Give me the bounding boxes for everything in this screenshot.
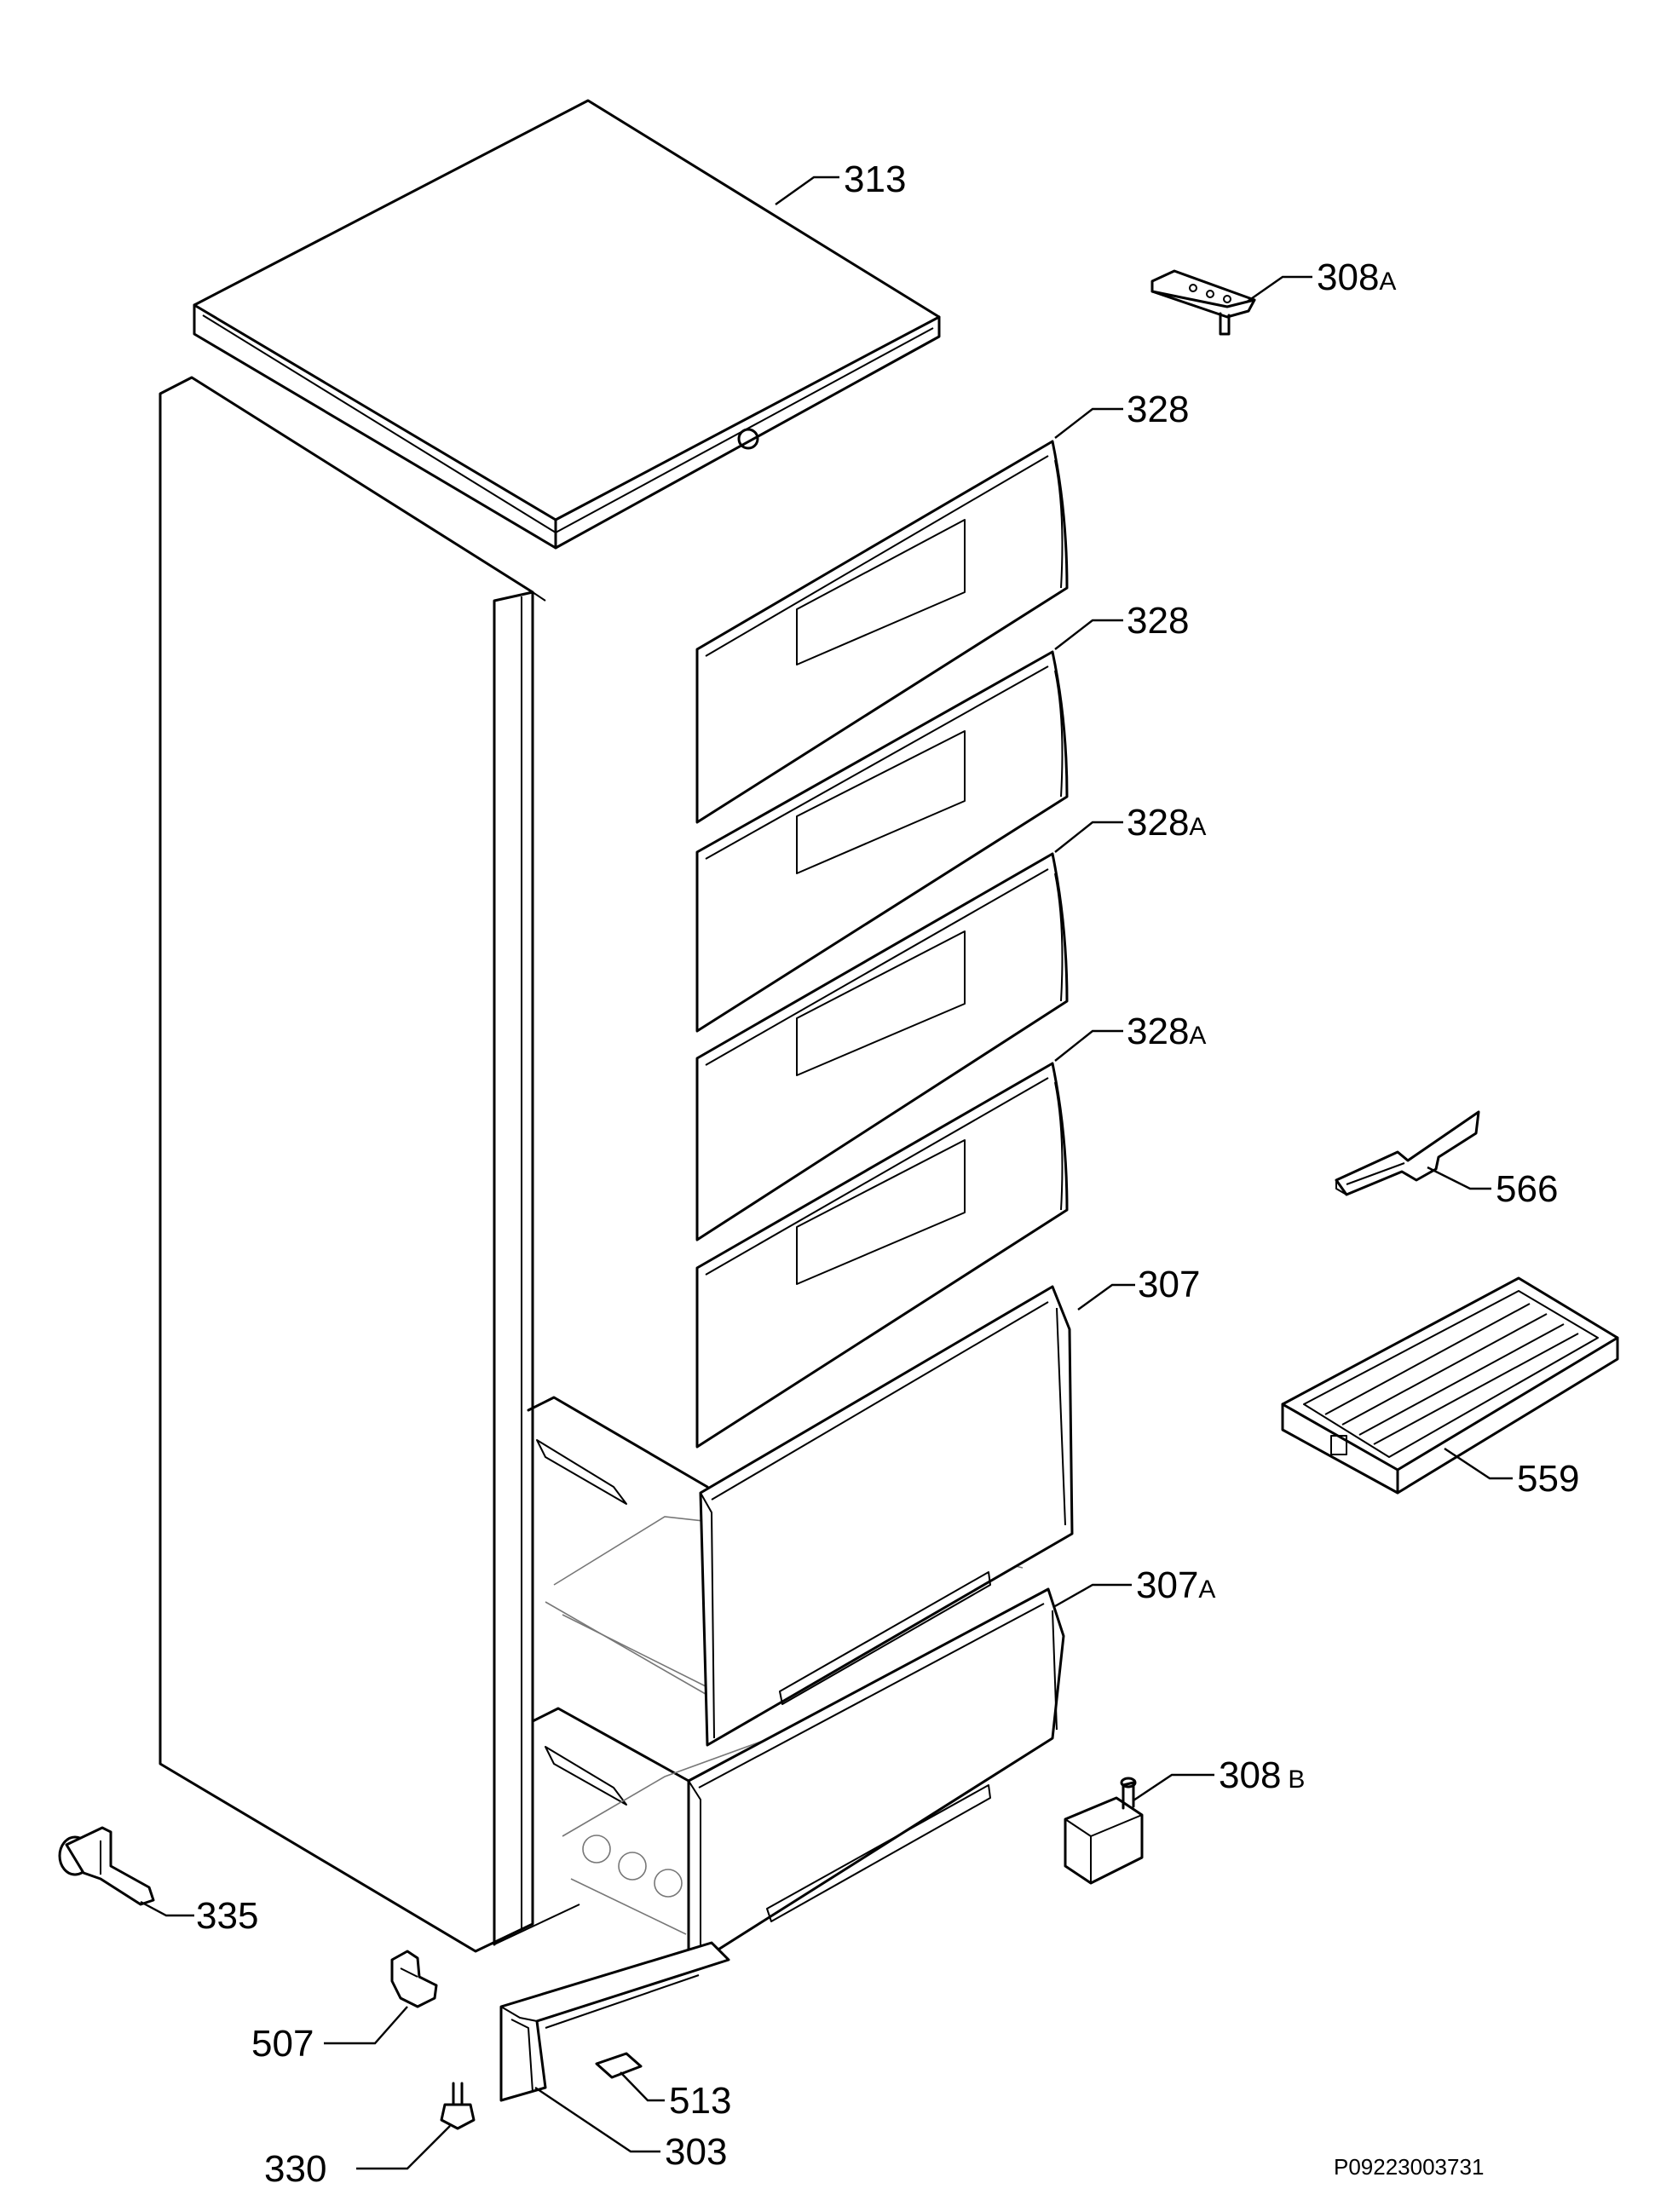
cabinet-body	[159, 376, 580, 1953]
top-cover-313	[193, 99, 941, 550]
freezer-drawer-307	[527, 1285, 1074, 1747]
label-566: 566	[1496, 1168, 1558, 1210]
reference-code: P09223003731	[1334, 2154, 1484, 2180]
label-330: 330	[264, 2148, 326, 2190]
label-507: 507	[251, 2023, 314, 2065]
clip-566	[1335, 1110, 1480, 1196]
label-328a-upper: 328A	[1127, 802, 1206, 844]
foot-screw-330	[440, 2082, 476, 2130]
drawer-front-328-lower	[695, 650, 1069, 1033]
drawer-front-328-upper	[695, 440, 1069, 824]
label-307: 307	[1138, 1264, 1200, 1305]
bottom-hinge-308b	[1064, 1777, 1144, 1885]
leader-lines	[140, 176, 1513, 2170]
label-303: 303	[665, 2131, 727, 2173]
drawer-front-328a-lower	[695, 1062, 1069, 1449]
label-559: 559	[1517, 1458, 1579, 1500]
label-313: 313	[844, 158, 906, 200]
part-labels: 313 308A 328 328 328A 328A 566 307 559 3…	[196, 158, 1579, 2190]
ice-tray-559	[1281, 1276, 1619, 1495]
kickplate-303	[499, 1941, 730, 2102]
label-308a: 308A	[1317, 256, 1396, 298]
label-328-upper: 328	[1127, 389, 1189, 430]
label-335: 335	[196, 1895, 258, 1937]
freezer-drawer-307a	[531, 1587, 1065, 1970]
label-328a-lower: 328A	[1127, 1011, 1206, 1052]
clip-507	[390, 1950, 438, 2008]
drawer-front-328a-upper	[695, 852, 1069, 1241]
label-513: 513	[669, 2080, 731, 2122]
foot-hinge-335	[58, 1826, 155, 1906]
clip-513	[595, 2052, 643, 2079]
top-hinge-308a	[1150, 269, 1256, 336]
label-307a: 307A	[1136, 1564, 1215, 1606]
label-328-lower: 328	[1127, 600, 1189, 642]
